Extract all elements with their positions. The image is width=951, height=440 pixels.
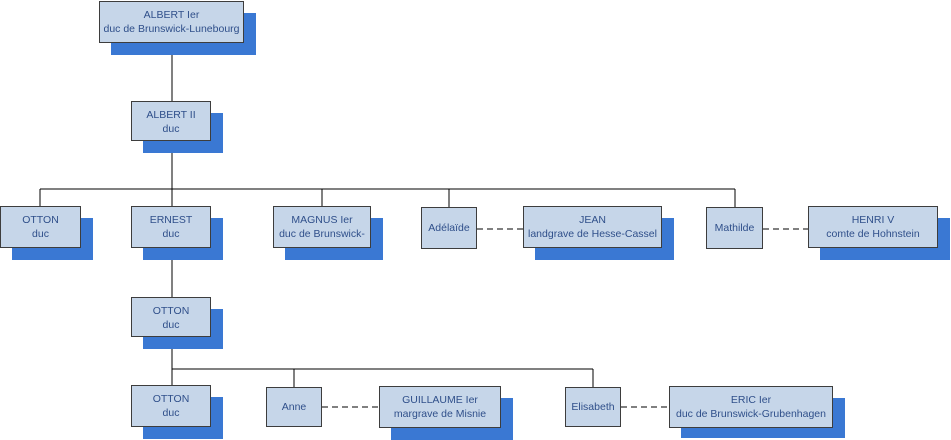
node-henri-5: HENRI V comte de Hohnstein [808,206,950,260]
node-name: HENRI V [851,214,895,226]
node-name: OTTON [22,214,59,226]
node-adelaide: Adélaïde [421,207,477,249]
node-title: duc [162,407,180,419]
node-name: ERNEST [149,214,193,226]
node-title: landgrave de Hesse-Cassel [528,228,657,240]
node-title: duc [32,228,49,240]
node-eric: ERIC Ier duc de Brunswick-Grubenhagen [669,386,845,438]
node-name: ERIC Ier [730,394,772,406]
node-magnus: MAGNUS Ier duc de Brunswick- [273,206,383,260]
node-ernest: ERNEST duc [131,206,223,260]
node-title: duc de Brunswick-Grubenhagen [675,408,826,420]
node-guillaume: GUILLAUME Ier margrave de Misnie [379,386,513,440]
node-name: Elisabeth [571,401,615,413]
node-name: Anne [281,401,307,413]
node-name: ALBERT II [146,109,196,121]
node-title: margrave de Misnie [393,408,487,420]
node-name: ALBERT Ier [143,9,200,21]
node-otton-gen4: OTTON duc [131,385,223,439]
node-jean: JEAN landgrave de Hesse-Cassel [523,206,674,260]
node-name: GUILLAUME Ier [402,394,478,406]
node-title: duc [162,123,180,135]
node-name: Mathilde [714,222,755,234]
node-name: OTTON [152,305,190,317]
node-title: duc de Brunswick-Lunebourg [103,23,240,35]
node-albert-1: ALBERT Ier duc de Brunswick-Lunebourg [99,1,256,55]
node-name: Adélaïde [428,222,470,234]
node-title: duc de Brunswick- [279,228,365,240]
node-title: comte de Hohnstein [826,228,920,240]
node-name: OTTON [152,393,190,405]
node-otton-gen3: OTTON duc [131,297,223,349]
node-title: duc [162,319,180,331]
node-anne: Anne [266,387,322,427]
node-name: MAGNUS Ier [291,214,353,226]
node-name: JEAN [579,214,606,226]
node-mathilde: Mathilde [706,207,763,249]
node-otton-gen2: OTTON duc [0,206,93,260]
node-elisabeth: Elisabeth [565,387,621,427]
node-albert-2: ALBERT II duc [131,101,223,153]
node-title: duc [162,228,180,240]
